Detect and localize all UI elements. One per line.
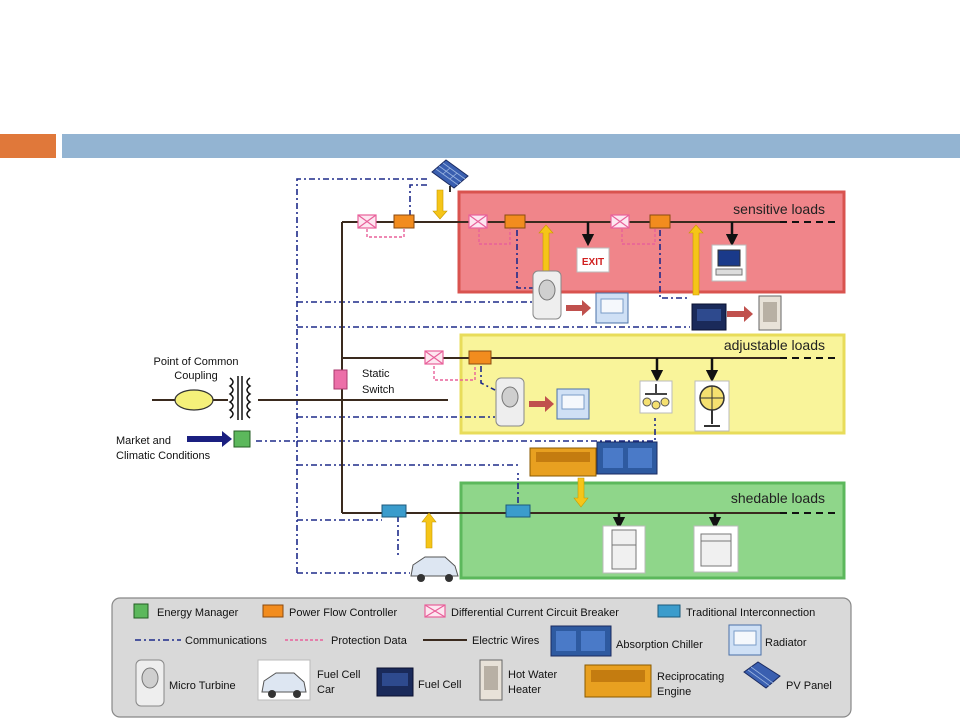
legend-reciprocating-line1: Reciprocating (657, 671, 724, 683)
light-fixture-icon (639, 380, 673, 414)
circuit-breaker-1 (357, 214, 377, 229)
sensitive-loads-zone (457, 190, 846, 294)
power-flow-controller-2 (504, 214, 526, 229)
wire-continuation-dashes (780, 221, 836, 514)
legend-energy-manager: Energy Manager (157, 607, 239, 619)
hot-water-heater-icon (758, 295, 782, 331)
pv-panel-legend-icon (743, 661, 781, 689)
legend-circuit-breaker: Differential Current Circuit Breaker (451, 607, 619, 619)
computer-icon (711, 244, 747, 282)
legend-fuel-cell-car-line2: Car (317, 684, 335, 696)
header-accent-bar (0, 134, 56, 158)
circuit-breaker-swatch-icon (424, 604, 446, 618)
legend-absorption-chiller: Absorption Chiller (616, 639, 703, 651)
market-arrow-icon (187, 431, 232, 447)
power-flow-controller-swatch-icon (262, 604, 284, 618)
fan-icon (694, 380, 730, 432)
traditional-interconnections (381, 504, 531, 518)
protection-data-lines (366, 229, 656, 381)
absorption-chiller-legend-icon (550, 625, 612, 657)
energy-manager-swatch-icon (133, 603, 149, 619)
washing-machine-icon (693, 525, 739, 573)
legend-fuel-cell-car-line1: Fuel Cell (317, 669, 360, 681)
communication-lines (256, 178, 690, 574)
power-flow-controller-3 (649, 214, 671, 229)
legend-fuel-cell: Fuel Cell (418, 679, 461, 691)
absorption-chiller-icon (596, 441, 658, 475)
power-flow-controllers (393, 214, 671, 365)
power-flow-controller-4 (468, 350, 492, 365)
legend-hot-water-line1: Hot Water (508, 669, 557, 681)
pv-panel-icon (431, 159, 469, 192)
circuit-breaker-3 (610, 214, 630, 229)
load-arrows (581, 222, 739, 530)
reciprocating-engine-icon (529, 447, 597, 477)
shedable-loads-label: shedable loads (731, 490, 825, 506)
legend-pv-panel: PV Panel (786, 680, 832, 692)
market-label-line2: Climatic Conditions (116, 450, 211, 462)
reciprocating-engine-legend-icon (584, 664, 652, 698)
fuel-cell-icon (691, 303, 727, 331)
legend-micro-turbine: Micro Turbine (169, 680, 236, 692)
traditional-interconnection-2 (505, 504, 531, 518)
legend-traditional-interconnection: Traditional Interconnection (686, 607, 815, 619)
legend-power-flow-controller: Power Flow Controller (289, 607, 398, 619)
hot-water-heater-legend-icon (479, 659, 503, 701)
market-label-line1: Market and (116, 435, 171, 447)
circuit-breaker-4 (424, 350, 444, 365)
radiator-icon-1 (595, 292, 629, 324)
legend-reciprocating-line2: Engine (657, 686, 691, 698)
legend-electric-wires: Electric Wires (472, 635, 540, 647)
circuit-breakers (357, 214, 630, 365)
refrigerator-icon (602, 525, 646, 574)
shedable-loads-zone (459, 481, 846, 580)
micro-turbine-legend-icon (135, 659, 165, 707)
fuel-cell-car-legend-icon (257, 659, 311, 701)
fuel-cell-car-icon (410, 556, 459, 582)
transformer-icon (228, 376, 252, 420)
adjustable-loads-label: adjustable loads (724, 337, 825, 353)
micro-turbine-icon-1 (532, 270, 562, 320)
radiator-legend-icon (728, 624, 762, 656)
circuit-breaker-2 (468, 214, 488, 229)
energy-flow-arrows (421, 189, 704, 549)
sensitive-loads-label: sensitive loads (733, 201, 825, 217)
pcc-node (174, 389, 214, 411)
energy-manager-node (233, 430, 251, 448)
legend-protection-data: Protection Data (331, 635, 408, 647)
pcc-label-line1: Point of Common (154, 356, 239, 368)
micro-turbine-icon-2 (495, 377, 525, 427)
header-bar (62, 134, 960, 158)
pcc-label-line2: Coupling (174, 370, 217, 382)
legend-hot-water-line2: Heater (508, 684, 541, 696)
traditional-interconnection-1 (381, 504, 407, 518)
power-flow-controller-1 (393, 214, 415, 229)
static-switch-label-line2: Switch (362, 384, 394, 396)
heat-flow-arrows (529, 300, 753, 412)
legend-communications: Communications (185, 635, 267, 647)
traditional-interconnection-swatch-icon (657, 604, 681, 618)
electric-wires (152, 221, 780, 514)
fuel-cell-legend-icon (376, 667, 414, 697)
exit-sign-icon: EXIT (576, 247, 610, 273)
static-switch-label-line1: Static (362, 368, 390, 380)
legend-radiator: Radiator (765, 637, 807, 649)
static-switch (333, 369, 348, 390)
radiator-icon-2 (556, 388, 590, 420)
svg-text:EXIT: EXIT (582, 257, 604, 268)
